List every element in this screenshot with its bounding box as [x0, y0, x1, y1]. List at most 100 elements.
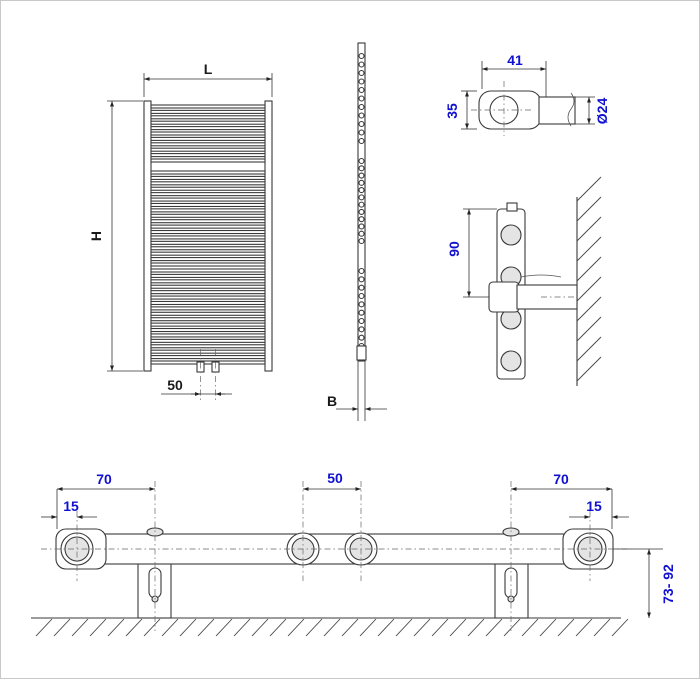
rung: [150, 290, 266, 295]
rung-end: [358, 61, 365, 68]
right-pillar: [264, 100, 273, 372]
rung-end: [358, 69, 365, 77]
rung: [150, 153, 266, 158]
rung: [150, 306, 266, 311]
rung: [150, 170, 266, 175]
rung: [150, 158, 266, 163]
rung-end: [358, 276, 365, 283]
rung: [150, 257, 266, 262]
rung: [150, 322, 266, 327]
rung: [150, 295, 266, 300]
rung-end: [358, 172, 365, 179]
rung: [150, 338, 266, 343]
rung: [150, 197, 266, 202]
floor-hatching: [35, 618, 629, 637]
rung: [150, 229, 266, 235]
rung: [150, 147, 266, 152]
rung-end: [358, 208, 365, 215]
rung: [150, 355, 266, 360]
rung-end: [358, 237, 365, 245]
center-spacing-label: 50: [327, 470, 343, 486]
rung-end: [358, 95, 365, 102]
rung: [150, 273, 266, 278]
right-offset-label: 70: [553, 471, 569, 487]
left-offset-label: 70: [96, 471, 112, 487]
rung-end: [358, 201, 365, 208]
height-label: H: [88, 231, 104, 241]
rung: [150, 235, 266, 240]
bottom-view: 70 15 50 70 15 73- 92: [31, 470, 676, 637]
rung-end: [358, 137, 365, 145]
rung-end: [358, 179, 365, 186]
rung: [150, 115, 266, 120]
rung: [150, 126, 266, 131]
rung: [150, 262, 266, 267]
rung-end: [358, 309, 365, 316]
rung: [150, 317, 266, 322]
rung: [150, 240, 266, 245]
rung-end: [358, 129, 365, 136]
rung-end: [358, 317, 365, 325]
rung: [150, 131, 266, 136]
rung: [150, 192, 266, 197]
rung-end: [358, 103, 365, 111]
rung: [150, 349, 266, 354]
wall-distance-label: 73- 92: [660, 564, 676, 604]
rung-end: [358, 120, 365, 128]
rung-end: [358, 230, 365, 237]
diameter-label: Ø24: [594, 98, 610, 125]
rung-end: [358, 86, 365, 94]
rung: [150, 142, 266, 147]
bracket-width-label: 41: [507, 52, 523, 68]
bracket-height-label: 35: [444, 103, 460, 119]
rung: [150, 327, 266, 333]
rung: [150, 360, 266, 365]
rung-end: [358, 78, 365, 85]
rung: [150, 344, 266, 349]
rung: [150, 279, 266, 284]
rung: [150, 333, 266, 338]
rung: [150, 300, 266, 306]
rung: [150, 246, 266, 251]
rung-end: [358, 326, 365, 333]
bracket-clamp: [488, 281, 520, 313]
rungs: [150, 104, 266, 365]
width-label: L: [204, 61, 213, 77]
rung: [150, 251, 266, 256]
pipe-spacing-label: 50: [167, 377, 183, 393]
left-inset-label: 15: [63, 498, 79, 514]
bracket-side-view: 90: [446, 176, 602, 386]
rung: [150, 181, 266, 186]
rung: [150, 311, 266, 316]
rung-end: [358, 301, 365, 308]
bracket-top-view: 41 35 Ø24: [444, 52, 610, 136]
rung-end: [358, 52, 365, 60]
rung-end: [358, 194, 365, 201]
right-inset-label: 15: [586, 498, 602, 514]
rung-end: [358, 223, 365, 230]
rung-end: [358, 334, 365, 341]
rung-end: [358, 165, 365, 172]
rung-end: [358, 284, 365, 291]
rung-end: [358, 187, 365, 194]
side-view: B: [327, 42, 387, 421]
rung: [150, 208, 266, 213]
side-valve: [356, 345, 367, 361]
rung: [150, 213, 266, 218]
side-rung-ends: [356, 52, 367, 361]
rung: [150, 219, 266, 224]
rung: [150, 175, 266, 180]
rung: [150, 224, 266, 229]
rung: [150, 202, 266, 208]
rung: [150, 109, 266, 114]
rung: [150, 104, 266, 109]
rung-end: [358, 267, 365, 275]
bracket-spacing-label: 90: [446, 241, 462, 257]
rung: [150, 186, 266, 191]
rung-end: [358, 157, 365, 165]
rung-end: [358, 292, 365, 300]
rung-end: [358, 112, 365, 119]
rung: [150, 268, 266, 273]
